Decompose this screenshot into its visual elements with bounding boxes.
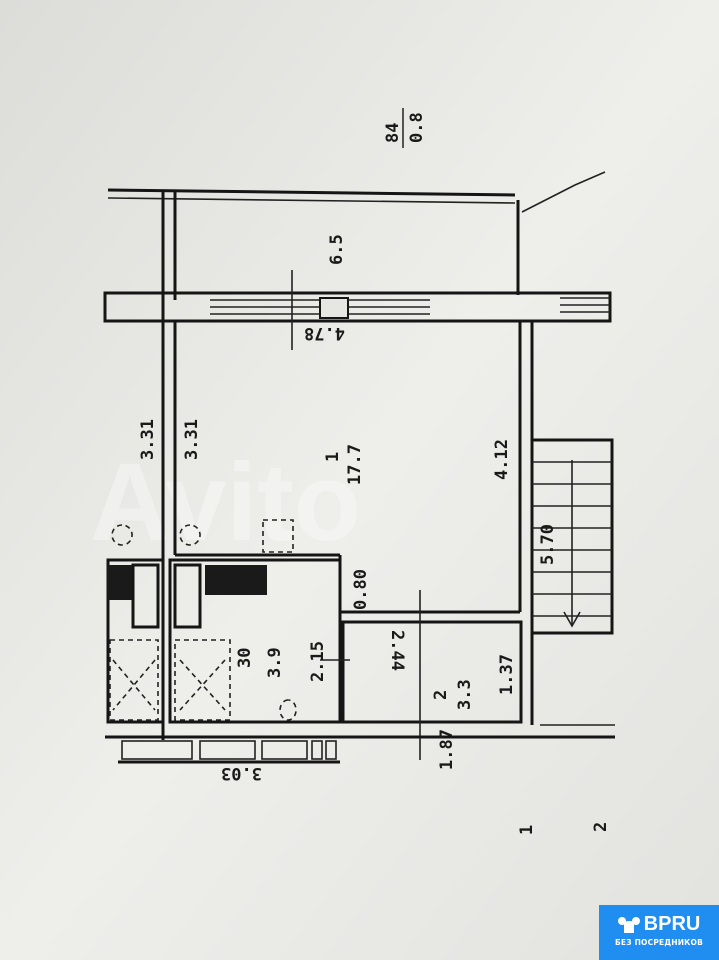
staircase: [530, 438, 615, 726]
bottom-wall: [105, 735, 615, 764]
badge-tagline: БЕЗ ПОСРЕДНИКОВ: [614, 938, 703, 947]
stair-dimension: 5.70: [538, 524, 558, 565]
balcony-label: 84 0.8: [383, 108, 427, 148]
room-1-length: 4.12: [492, 439, 512, 480]
hall: [320, 590, 523, 760]
section-mark: 2: [591, 822, 611, 832]
bath-length: 2.15: [308, 641, 328, 682]
hall-number: 2: [431, 690, 451, 700]
loggia-width: 4.78: [304, 323, 345, 343]
badge-brand: BPRU: [643, 913, 701, 935]
people-key-icon: [617, 916, 640, 933]
loggia-window-wall: [103, 270, 612, 350]
room-1-area: 17.7: [345, 444, 365, 485]
hall-width: 2.44: [387, 630, 407, 671]
bpru-badge[interactable]: BPRU БЕЗ ПОСРЕДНИКОВ: [599, 905, 719, 960]
bath-area: 3.9: [265, 647, 285, 678]
bathroom: [106, 519, 342, 724]
room-1-number: 1: [323, 452, 343, 462]
door-width: 0.80: [351, 569, 371, 610]
wall-length-outer: 3.31: [138, 419, 158, 460]
balcony-coef: 0.8: [407, 112, 427, 143]
entry-dimension: 1.87: [437, 729, 457, 770]
loggia-area: 6.5: [327, 234, 347, 265]
bottom-width: 3.03: [221, 763, 262, 783]
hall-area: 3.3: [455, 679, 475, 710]
bath-height: 30: [235, 648, 255, 668]
floor-number: 1: [517, 825, 537, 835]
balcony-area: 84: [383, 123, 403, 143]
wall-length-inner: 3.31: [182, 419, 202, 460]
hall-depth: 1.37: [497, 654, 517, 695]
watermark: Avito: [90, 441, 361, 564]
